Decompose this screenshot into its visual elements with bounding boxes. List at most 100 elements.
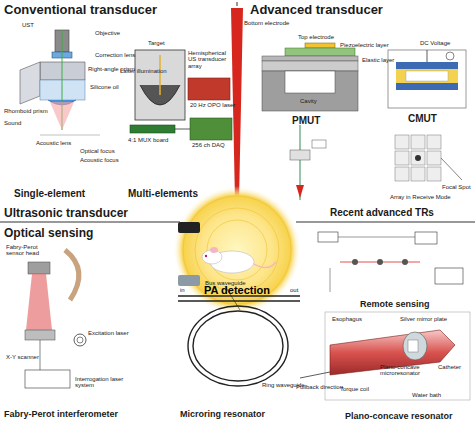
transducer-probes bbox=[178, 222, 200, 286]
panel-title: Microring resonator bbox=[180, 410, 265, 419]
part-label: Torque coil bbox=[340, 386, 369, 392]
part-label: Top electrode bbox=[298, 34, 334, 40]
drawing-part bbox=[20, 62, 40, 104]
drawing-part bbox=[396, 69, 458, 83]
part-label: Bottom electrode bbox=[244, 20, 289, 26]
drawing-part bbox=[40, 135, 100, 136]
part-label: Elastic layer bbox=[362, 57, 394, 63]
drawing-part bbox=[318, 232, 338, 242]
drawing-part bbox=[402, 259, 408, 265]
part-label: Acoustic focus bbox=[80, 157, 119, 163]
mouse bbox=[202, 247, 276, 273]
drawing-part bbox=[395, 151, 409, 165]
drawing-part bbox=[396, 62, 458, 69]
part-label: Sound bbox=[4, 120, 21, 126]
part-label: Optical focus bbox=[80, 148, 115, 154]
node-label: PA detection bbox=[175, 284, 299, 296]
drawing-part bbox=[50, 102, 74, 130]
drawing-part bbox=[193, 311, 283, 381]
panel-title: Fabry-Perot interferometer bbox=[4, 410, 118, 419]
part-label: DC Voltage bbox=[420, 40, 450, 46]
drawing-part bbox=[406, 71, 448, 81]
part-label: in bbox=[180, 287, 185, 293]
drawing-part bbox=[388, 50, 466, 108]
part-label: Acoustic lens bbox=[36, 140, 71, 146]
drawing-part bbox=[178, 275, 200, 286]
pa-glow bbox=[173, 186, 301, 314]
part-label: Laser illumination bbox=[120, 68, 167, 74]
drawing-part bbox=[427, 151, 441, 165]
drawing-part bbox=[65, 250, 79, 300]
drawing-part bbox=[408, 340, 418, 352]
part-label: UST bbox=[22, 22, 34, 28]
drawing-part bbox=[411, 135, 425, 149]
part-label: Array in Receive Mode bbox=[390, 194, 451, 200]
part-label: 20 Hz OPO laser bbox=[190, 102, 235, 108]
drawing-part bbox=[411, 151, 425, 165]
drawing-part bbox=[262, 61, 358, 71]
drawing-part bbox=[415, 155, 421, 161]
drawing-part bbox=[415, 232, 437, 244]
drawing-part bbox=[427, 167, 441, 181]
panel-title: Ultrasonic transducer bbox=[4, 207, 128, 220]
part-label: Objective bbox=[95, 30, 120, 36]
part-label: Focal Spot bbox=[442, 184, 471, 190]
drawing-part bbox=[290, 150, 310, 160]
panel-title: Multi-elements bbox=[128, 189, 198, 200]
drawing-part bbox=[441, 158, 462, 180]
part-label: 4:1 MUX board bbox=[128, 137, 168, 143]
part-label: Esophagus bbox=[332, 316, 362, 322]
drawing-part bbox=[190, 118, 232, 140]
drawing-part bbox=[300, 372, 330, 378]
drawing-part bbox=[285, 71, 335, 93]
drawing-part bbox=[207, 220, 267, 280]
panel-title: Conventional transducer bbox=[4, 3, 157, 17]
part-label: Silicone oil bbox=[90, 84, 119, 90]
drawing-part bbox=[312, 140, 326, 148]
drawing-part bbox=[435, 268, 463, 284]
panel-title: Recent advanced TRs bbox=[330, 208, 434, 219]
multi-element-sketch bbox=[130, 50, 232, 140]
part-label: Excitation laser bbox=[88, 330, 129, 336]
drawing-part bbox=[377, 259, 383, 265]
drawing-part bbox=[395, 135, 409, 149]
part-label: Interrogation laser system bbox=[75, 376, 135, 389]
drawing-part bbox=[330, 268, 331, 292]
panel-title: PMUT bbox=[292, 116, 320, 127]
part-label: Target bbox=[148, 40, 165, 46]
drawing-part bbox=[25, 330, 55, 340]
drawing-part bbox=[205, 255, 207, 257]
drawing-part bbox=[403, 332, 427, 360]
part-label: Correction lens bbox=[95, 52, 135, 58]
single-element-sketch bbox=[20, 30, 100, 135]
drawing-part bbox=[130, 125, 175, 133]
drawing-part bbox=[427, 50, 428, 62]
panel-title: Remote sensing bbox=[360, 300, 430, 309]
drawing-part bbox=[77, 337, 83, 343]
drawing-part bbox=[0, 221, 180, 222]
drawing-part bbox=[262, 56, 358, 61]
drawing-part bbox=[159, 55, 161, 95]
drawing-part bbox=[195, 208, 279, 292]
drawing-part bbox=[188, 306, 288, 386]
drawing-part bbox=[26, 274, 52, 330]
panel-title: Advanced transducer bbox=[250, 3, 383, 17]
panel-title: CMUT bbox=[408, 114, 437, 125]
detection-circle: PA detection bbox=[175, 188, 299, 312]
drawing-part bbox=[446, 52, 454, 60]
drawing-part bbox=[40, 340, 41, 370]
part-label: Silver mirror plate bbox=[400, 316, 447, 322]
drawing-part bbox=[305, 43, 335, 48]
panel-title: Single-element bbox=[14, 189, 85, 200]
part-label: Piezoelectric layer bbox=[340, 42, 389, 48]
drawing-part bbox=[352, 259, 358, 265]
microring-sketch bbox=[178, 286, 300, 386]
part-label: Cavity bbox=[300, 98, 317, 104]
drawing-part bbox=[178, 222, 200, 233]
drawing-part bbox=[178, 300, 300, 301]
panel-title: Optical sensing bbox=[4, 227, 93, 240]
drawing-part bbox=[411, 167, 425, 181]
drawing-part bbox=[135, 50, 185, 120]
pmut-stack bbox=[262, 43, 358, 111]
